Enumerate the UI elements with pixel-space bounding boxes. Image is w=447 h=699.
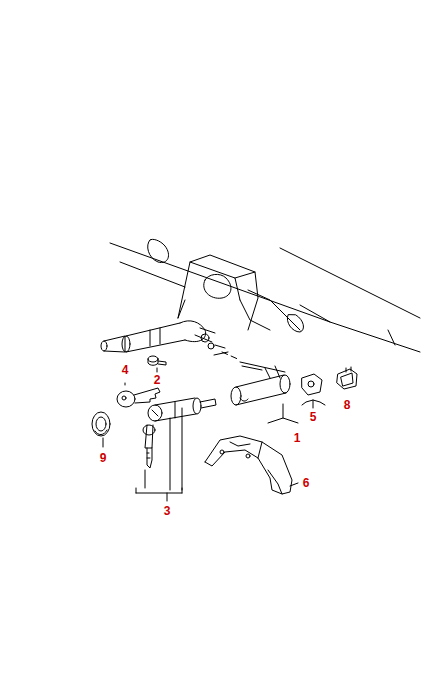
callout-number: 5 xyxy=(310,411,317,423)
key xyxy=(117,383,160,407)
column-cover xyxy=(205,436,298,494)
group-bracket xyxy=(136,408,182,501)
callout-number: 4 xyxy=(122,364,129,376)
callout-number: 6 xyxy=(303,477,310,489)
callout-number: 3 xyxy=(164,505,171,517)
lock-cylinder xyxy=(143,398,216,468)
callout-number: 8 xyxy=(344,399,351,411)
body-panel xyxy=(110,239,420,352)
callout-number: 1 xyxy=(294,432,301,444)
lock-ring xyxy=(92,412,110,447)
callout-number: 2 xyxy=(154,374,161,386)
connector-plug xyxy=(337,367,357,389)
ignition-switch xyxy=(302,374,325,408)
callout-number: 9 xyxy=(100,452,107,464)
bolt xyxy=(148,356,166,372)
steering-column xyxy=(101,321,240,360)
column-bracket xyxy=(178,255,300,330)
lock-housing xyxy=(231,362,298,423)
